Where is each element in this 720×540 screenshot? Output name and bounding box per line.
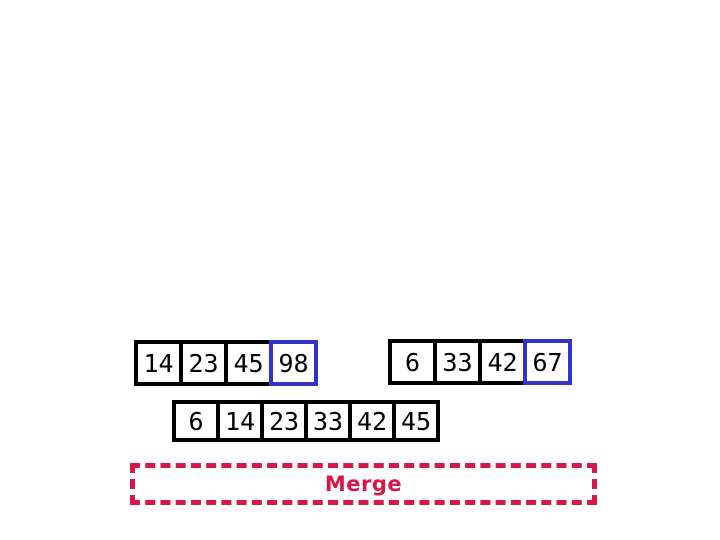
array-cell: 45 (224, 340, 273, 386)
array-cell: 6 (172, 400, 220, 442)
array-cell-highlighted: 67 (523, 339, 572, 385)
array-cell: 23 (179, 340, 228, 386)
array-cell: 14 (134, 340, 183, 386)
left-subarray: 14 23 45 98 (134, 340, 318, 386)
array-cell-highlighted: 98 (269, 340, 318, 386)
array-cell: 42 (478, 339, 527, 385)
array-cell: 23 (260, 400, 308, 442)
right-subarray: 6 33 42 67 (388, 339, 572, 385)
array-cell: 45 (392, 400, 440, 442)
merge-label: Merge (324, 472, 403, 496)
array-cell: 33 (433, 339, 482, 385)
merge-label-box: Merge (130, 463, 597, 505)
array-cell: 14 (216, 400, 264, 442)
array-cell: 33 (304, 400, 352, 442)
array-cell: 42 (348, 400, 396, 442)
merged-array: 6 14 23 33 42 45 (172, 400, 440, 442)
array-cell: 6 (388, 339, 437, 385)
